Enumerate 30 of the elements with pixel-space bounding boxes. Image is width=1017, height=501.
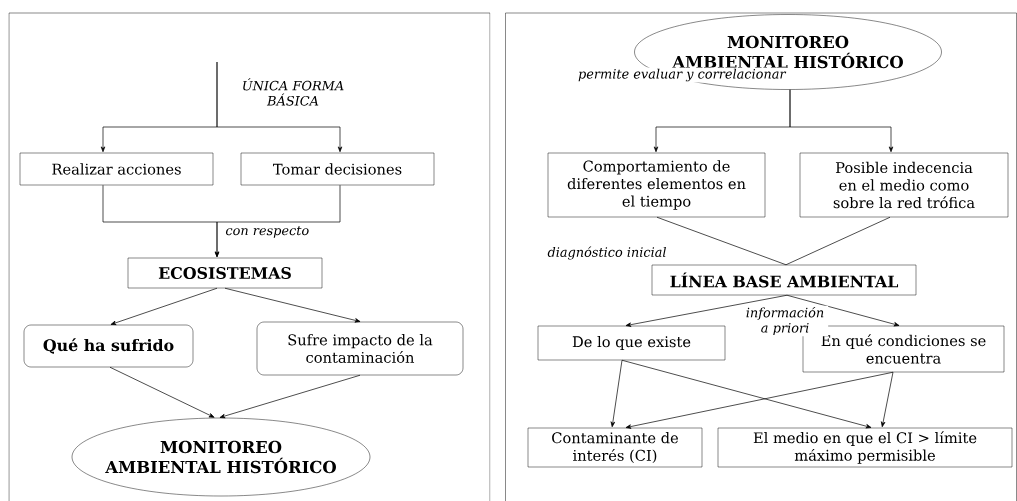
panel-frame	[8, 12, 491, 501]
arrow	[621, 359, 872, 429]
text-box: Posible indecencia en el medio como sobre la red trófica	[799, 152, 1009, 218]
arrow	[789, 89, 894, 153]
arrow	[610, 359, 623, 428]
arrow	[786, 294, 900, 327]
text-box: LÍNEA BASE AMBIENTAL	[651, 264, 917, 296]
text-box: De lo que existe	[537, 325, 726, 361]
arrow	[109, 366, 215, 418]
edge-label: con respecto	[224, 225, 311, 239]
edge-label: ÚNICA FORMA BÁSICA	[232, 77, 354, 107]
text-box: Contaminante de interés (CI)	[527, 427, 703, 468]
arrow	[219, 374, 361, 419]
ellipse-node: MONITOREO AMBIENTAL HISTÓRICO	[71, 417, 371, 497]
text-box: El medio en que el CI > límite máximo permisible	[717, 427, 1013, 468]
rounded-box: Qué ha sufrido	[23, 324, 194, 368]
arrow	[214, 184, 341, 258]
text-box: Comportamiento de diferentes elementos en el tiempo	[547, 152, 766, 218]
arrow	[110, 287, 218, 325]
text-box: ECOSISTEMAS	[127, 257, 323, 289]
edge-label: permite evaluar y correlacionar	[576, 67, 787, 83]
arrow	[881, 371, 894, 428]
arrow	[625, 371, 894, 429]
edge-label: diagnóstico inicial	[546, 245, 668, 261]
text-box: Tomar decisiones	[240, 152, 435, 186]
arrow	[216, 61, 343, 153]
rounded-box: Sufre impacto de la contaminación	[256, 321, 464, 376]
arrow	[625, 294, 788, 327]
arrow	[224, 287, 361, 323]
text-box: Realizar acciones	[19, 152, 214, 186]
